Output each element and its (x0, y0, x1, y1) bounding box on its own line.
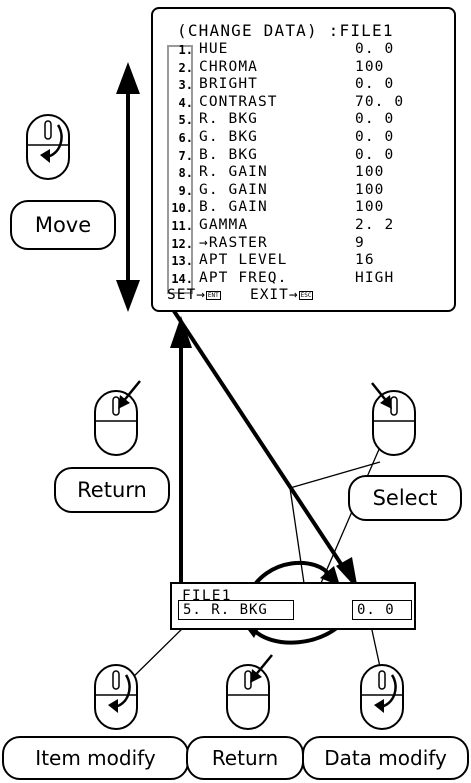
row-value: 70. 0 (355, 93, 405, 110)
data-modify-label: Data modify (302, 736, 469, 780)
row-number: 7. (178, 148, 193, 163)
set-label: SET→ (167, 287, 206, 303)
row-number: 13. (171, 254, 193, 269)
row-number: 3. (178, 78, 193, 93)
row-number: 2. (178, 60, 193, 75)
menu-row[interactable]: 2. CHROMA 100 (153, 59, 453, 77)
menu-row[interactable]: 9. G. GAIN 100 (153, 182, 453, 200)
row-name: R. BKG (199, 111, 258, 128)
mouse-return-upper-icon (94, 380, 141, 456)
menu-row[interactable]: 6. G. BKG 0. 0 (153, 129, 453, 147)
row-number: 9. (178, 183, 193, 198)
change-data-screen: (CHANGE DATA) :FILE1 1. HUE 0. 0 2. CHROMA 10… (151, 7, 456, 312)
escape-key-icon: ESC (298, 291, 314, 300)
row-value: 0. 0 (355, 76, 395, 93)
row-value: 100 (355, 181, 385, 198)
menu-row[interactable]: 14. APT FREQ. HIGH (153, 270, 453, 288)
enter-key-icon: ENT (205, 291, 221, 300)
row-value: 0. 0 (355, 41, 395, 57)
row-value: 16 (355, 252, 375, 269)
row-value: 100 (355, 58, 385, 75)
mouse-item-modify-icon (94, 664, 138, 730)
row-number: 10. (171, 201, 193, 216)
row-name: G. BKG (199, 129, 258, 145)
screen-footer: SET→ENT EXIT→ESC (167, 287, 314, 303)
row-number: 5. (178, 113, 193, 128)
menu-row[interactable]: 5. R. BKG 0. 0 (153, 111, 453, 129)
return-arrow-up (170, 316, 192, 596)
row-number: 14. (171, 271, 193, 286)
panel-item-field[interactable]: 5. R. BKG (178, 600, 294, 620)
menu-row[interactable]: 1. HUE 0. 0 (153, 41, 453, 59)
row-value: 0. 0 (355, 129, 395, 145)
row-value: 100 (355, 164, 385, 181)
row-name: →RASTER (199, 234, 268, 251)
return-upper-label: Return (54, 467, 170, 513)
menu-row[interactable]: 4. CONTRAST 70. 0 (153, 94, 453, 112)
row-name: B. GAIN (199, 199, 268, 216)
move-double-arrow (116, 62, 140, 312)
row-name: APT FREQ. (199, 269, 288, 286)
return-lower-label: Return (186, 736, 304, 780)
item-number-highlight-box (167, 45, 193, 294)
mouse-select-icon (371, 382, 416, 456)
row-value: 0. 0 (355, 146, 395, 163)
row-name: R. GAIN (199, 164, 268, 181)
menu-row[interactable]: 12. →RASTER 9 (153, 235, 453, 253)
mouse-move-icon (26, 114, 70, 180)
menu-row[interactable]: 13. APT LEVEL 16 (153, 252, 453, 270)
row-name: B. BKG (199, 146, 258, 163)
select-label: Select (348, 475, 462, 521)
row-number: 1. (178, 43, 193, 57)
menu-row[interactable]: 7. B. BKG 0. 0 (153, 147, 453, 165)
menu-row[interactable]: 8. R. GAIN 100 (153, 164, 453, 182)
select-pointer-lines (289, 446, 381, 591)
edit-panel: FILE1 5. R. BKG 0. 0 (170, 582, 416, 630)
mouse-data-modify-icon (360, 664, 404, 730)
panel-value-field[interactable]: 0. 0 (352, 600, 412, 620)
row-name: HUE (199, 41, 229, 57)
row-name: CONTRAST (199, 93, 278, 110)
select-arrow-diagonal (168, 303, 358, 590)
row-value: 9 (355, 234, 365, 251)
row-name: CHROMA (199, 58, 258, 75)
row-number: 8. (178, 166, 193, 181)
menu-row[interactable]: 10. B. GAIN 100 (153, 199, 453, 217)
row-name: APT LEVEL (199, 252, 288, 269)
row-number: 4. (178, 95, 193, 110)
screen-title: (CHANGE DATA) :FILE1 (177, 21, 394, 40)
menu-row[interactable]: 3. BRIGHT 0. 0 (153, 76, 453, 94)
row-name: GAMMA (199, 217, 249, 233)
row-value: 100 (355, 199, 385, 216)
move-label: Move (10, 200, 116, 250)
row-value: 2. 2 (355, 217, 395, 233)
exit-label: EXIT→ (249, 287, 299, 303)
row-name: BRIGHT (199, 76, 258, 93)
row-value: 0. 0 (355, 111, 395, 128)
row-number: 6. (178, 131, 193, 145)
row-name: G. GAIN (199, 181, 268, 198)
row-number: 12. (171, 236, 193, 251)
item-modify-label: Item modify (2, 736, 189, 780)
menu-row[interactable]: 11. GAMMA 2. 2 (153, 217, 453, 235)
mouse-return-lower-icon (226, 654, 273, 730)
row-value: HIGH (355, 269, 395, 286)
row-number: 11. (171, 219, 193, 233)
